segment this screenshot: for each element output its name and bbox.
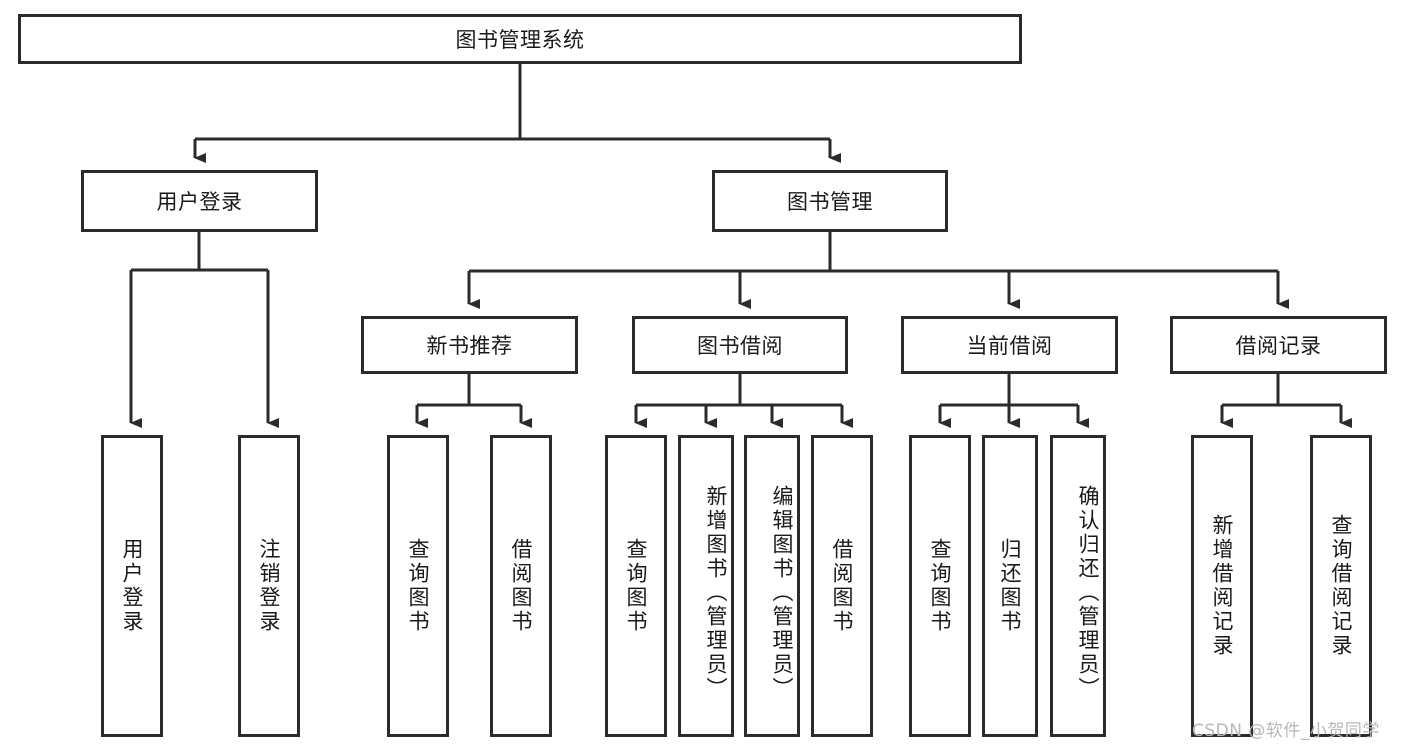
leaf-borrow-book-2[interactable]: 借阅图书 [811, 435, 873, 737]
leaf-add-record[interactable]: 新增借阅记录 [1191, 435, 1253, 737]
leaf-add-record-label: 新增借阅记录 [1210, 514, 1234, 658]
node-user-login[interactable]: 用户登录 [81, 170, 318, 232]
leaf-confirm-return[interactable]: 确认归还（管理员） [1050, 435, 1106, 737]
node-book-borrow-label: 图书借阅 [697, 334, 783, 358]
node-borrow-record[interactable]: 借阅记录 [1170, 316, 1387, 374]
node-book-manage-label: 图书管理 [787, 190, 873, 214]
leaf-query-record[interactable]: 查询借阅记录 [1310, 435, 1372, 737]
leaf-query-book-1-label: 查询图书 [406, 538, 430, 634]
leaf-borrow-book-1-label: 借阅图书 [509, 538, 533, 634]
leaf-query-book-3[interactable]: 查询图书 [909, 435, 971, 737]
leaf-query-book-2[interactable]: 查询图书 [605, 435, 667, 737]
node-book-borrow[interactable]: 图书借阅 [632, 316, 848, 374]
leaf-borrow-book-1[interactable]: 借阅图书 [490, 435, 552, 737]
leaf-query-record-label: 查询借阅记录 [1329, 514, 1353, 658]
node-root[interactable]: 图书管理系统 [18, 14, 1022, 64]
leaf-user-login[interactable]: 用户登录 [101, 435, 163, 737]
node-user-login-label: 用户登录 [156, 190, 243, 214]
leaf-add-book[interactable]: 新增图书（管理员） [678, 435, 734, 737]
leaf-logout-label: 注销登录 [257, 538, 281, 634]
node-book-manage[interactable]: 图书管理 [712, 170, 948, 232]
leaf-edit-book[interactable]: 编辑图书（管理员） [744, 435, 800, 737]
leaf-borrow-book-2-label: 借阅图书 [830, 538, 854, 634]
leaf-query-book-3-label: 查询图书 [928, 538, 952, 634]
leaf-return-book[interactable]: 归还图书 [982, 435, 1038, 737]
leaf-logout[interactable]: 注销登录 [238, 435, 300, 737]
csdn-watermark: CSDN @软件_小贺同学 [1192, 721, 1380, 741]
leaf-edit-book-label: 编辑图书（管理员） [770, 485, 794, 701]
node-borrow-record-label: 借阅记录 [1235, 334, 1322, 358]
leaf-confirm-return-label: 确认归还（管理员） [1076, 485, 1100, 701]
leaf-return-book-label: 归还图书 [998, 538, 1022, 634]
leaf-add-book-label: 新增图书（管理员） [704, 485, 728, 701]
leaf-user-login-label: 用户登录 [120, 538, 144, 634]
node-new-book-rec[interactable]: 新书推荐 [361, 316, 578, 374]
node-current-borrow[interactable]: 当前借阅 [901, 316, 1118, 374]
node-current-borrow-label: 当前借阅 [966, 334, 1053, 358]
leaf-query-book-1[interactable]: 查询图书 [387, 435, 449, 737]
node-root-label: 图书管理系统 [455, 28, 585, 52]
leaf-query-book-2-label: 查询图书 [624, 538, 648, 634]
node-new-book-rec-label: 新书推荐 [426, 334, 513, 358]
